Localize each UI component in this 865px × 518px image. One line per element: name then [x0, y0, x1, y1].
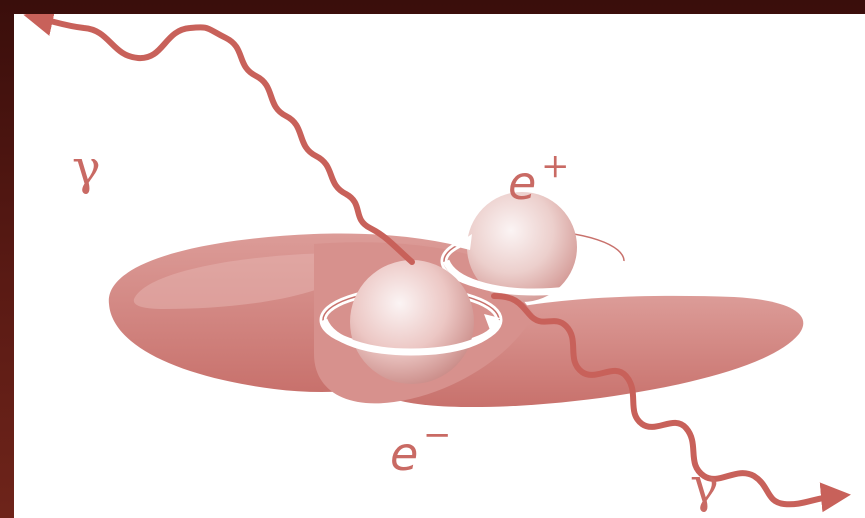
- electron-label-sign: −: [423, 415, 452, 455]
- gamma-outgoing-label: γ: [690, 458, 719, 514]
- diagram-panel: γ e + e − γ: [14, 14, 865, 518]
- electron-sphere: [350, 260, 474, 384]
- electron-label-base: e: [390, 427, 418, 481]
- positronium-annihilation-diagram: γ e + e − γ: [14, 14, 865, 518]
- positron-label-base: e: [508, 156, 536, 210]
- positron-label-sign: +: [541, 146, 570, 186]
- gamma-incoming-label: γ: [72, 140, 101, 196]
